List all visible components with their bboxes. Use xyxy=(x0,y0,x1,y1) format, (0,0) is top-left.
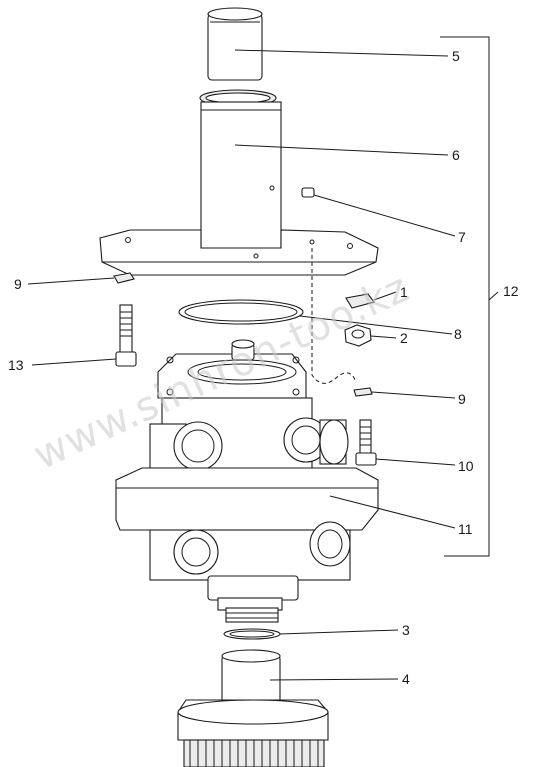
part-9-clip-left xyxy=(113,272,135,284)
bottom-disc xyxy=(177,699,329,767)
part-3-ring xyxy=(223,628,281,640)
label-3: 3 xyxy=(402,622,410,638)
label-1: 1 xyxy=(400,284,408,300)
part-9-clip-right xyxy=(353,387,373,397)
part-2-nut xyxy=(344,324,372,347)
part-8-o-ring xyxy=(178,299,304,325)
label-10: 10 xyxy=(458,458,474,474)
valve-body xyxy=(149,339,349,477)
label-13: 13 xyxy=(8,357,24,373)
label-11: 11 xyxy=(458,521,473,537)
group-12-bracket xyxy=(440,36,490,557)
label-5: 5 xyxy=(452,48,460,64)
label-4: 4 xyxy=(402,671,410,687)
label-6: 6 xyxy=(452,147,460,163)
part-4-plunger xyxy=(221,649,281,703)
label-7: 7 xyxy=(458,229,466,245)
label-8: 8 xyxy=(454,326,462,342)
alignment-dashed-line xyxy=(311,248,357,384)
part-5-cap xyxy=(207,7,263,81)
label-2: 2 xyxy=(400,330,408,346)
lower-valve-body xyxy=(149,521,351,623)
label-12: 12 xyxy=(503,283,519,299)
label-9-left: 9 xyxy=(14,276,22,292)
part-13-bolt xyxy=(115,304,137,367)
part-10-bolt xyxy=(355,419,377,466)
part-1-clip xyxy=(345,293,375,309)
label-9-right: 9 xyxy=(458,391,466,407)
part-11-plate xyxy=(115,467,379,531)
part-7-pin xyxy=(301,187,315,198)
part-6-tube xyxy=(199,89,282,251)
leader-lines xyxy=(27,49,499,681)
